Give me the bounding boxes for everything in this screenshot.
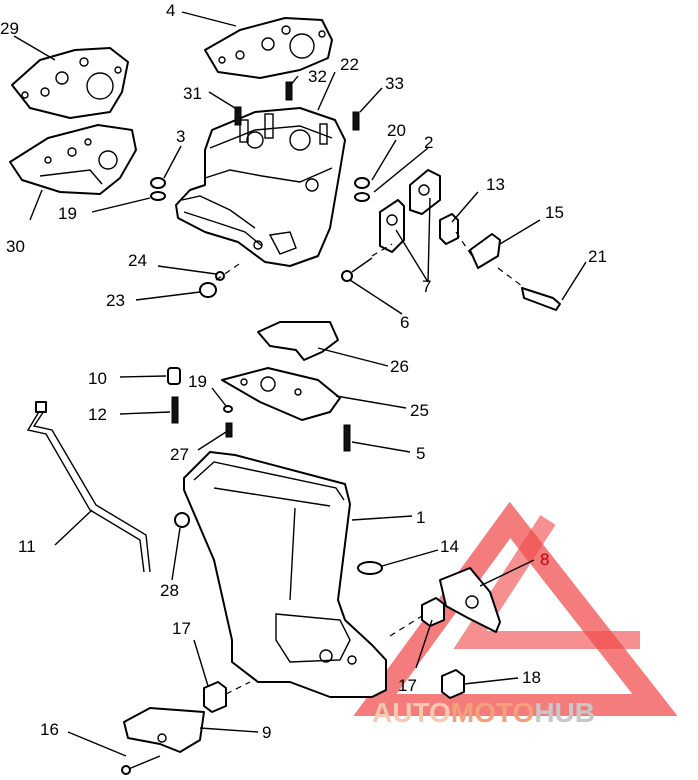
callout-27: 26 [390,357,409,376]
part-20-washer [223,405,233,413]
watermark-triangle-outer [353,501,678,716]
part-17-pad-left [203,681,227,713]
part-1-exhaust-housing [183,451,387,698]
part-5-stud [343,424,351,452]
callout-22: 21 [588,247,607,266]
part-7-bracket [379,169,441,253]
callout-20: 19 [188,372,207,391]
callout-25: 24 [128,251,147,270]
watermark-triangle-inner [453,515,640,649]
part-34-stud [352,111,360,131]
part-19-washer [150,191,166,201]
watermark-word-auto: AUTO [372,697,451,728]
callout-16: 16 [40,720,59,739]
callout-19: 19 [58,204,77,223]
callout-17-right: 17 [398,676,417,695]
part-32-stud [234,106,242,126]
part-30-gasket [11,47,129,119]
callout-29: 28 [160,581,179,600]
callout-28: 27 [170,445,189,464]
part-27-gasket [257,321,339,361]
leader-lines [13,11,587,757]
callout-9: 9 [262,723,271,742]
part-2-washer [354,192,370,202]
callout-6: 6 [400,313,409,332]
part-31-plate [9,124,137,195]
callout-23: 22 [340,55,359,74]
part-16-screw [121,755,161,775]
part-10-sleeve [167,367,181,385]
callout-13: 13 [486,175,505,194]
assembly-lines [215,231,523,695]
part-3-nut [150,177,166,189]
watermark-word-moto: MOTO [451,697,534,728]
callout-12: 12 [88,405,107,424]
callout-30: 29 [0,19,19,38]
callout-7: 7 [422,277,431,296]
callout-34: 33 [385,74,404,93]
part-11-water-tube [26,401,151,573]
callouts: 29 4 22 32 31 33 3 20 2 13 19 15 30 21 2… [0,1,607,742]
part-4-gasket [204,17,333,79]
callout-31: 30 [6,237,25,256]
callout-15: 15 [545,203,564,222]
callout-2: 2 [424,133,433,152]
part-9-bracket [123,707,205,753]
callout-32: 31 [183,84,202,103]
callout-17-left: 17 [172,619,191,638]
part-28-screw [225,422,233,438]
watermark-text: AUTOMOTOHUB [372,697,595,728]
callout-11: 11 [18,537,36,556]
callout-10: 10 [88,369,107,388]
watermark-logo: AUTOMOTOHUB [353,501,678,728]
part-8-bracket [439,567,501,633]
callout-5: 5 [416,444,425,463]
part-13-pad [439,213,459,245]
callout-21: 20 [387,121,406,140]
part-17-pad-right [421,597,445,627]
part-21-nut [354,177,370,189]
watermark-word-hub: HUB [534,697,595,728]
callout-8: 8 [540,550,549,569]
callout-4: 4 [166,1,175,20]
part-14-pad [357,561,383,575]
callout-33: 32 [308,67,327,86]
part-23-adapter-housing [175,107,346,267]
part-6-screw [341,257,373,282]
callout-1: 1 [416,508,425,527]
callout-24: 23 [106,291,125,310]
part-12-stud [171,396,179,424]
callout-26: 25 [410,401,429,420]
part-15-plate [469,233,501,269]
part-22-bolt [521,287,561,311]
callout-14: 14 [440,537,459,556]
part-24-plug [199,282,217,298]
part-33-stud [285,81,293,101]
part-26-plate [221,367,341,421]
callout-18: 18 [522,668,541,687]
callout-3: 3 [176,127,185,146]
part-29-grommet [174,512,190,528]
part-18-pad [441,669,465,699]
